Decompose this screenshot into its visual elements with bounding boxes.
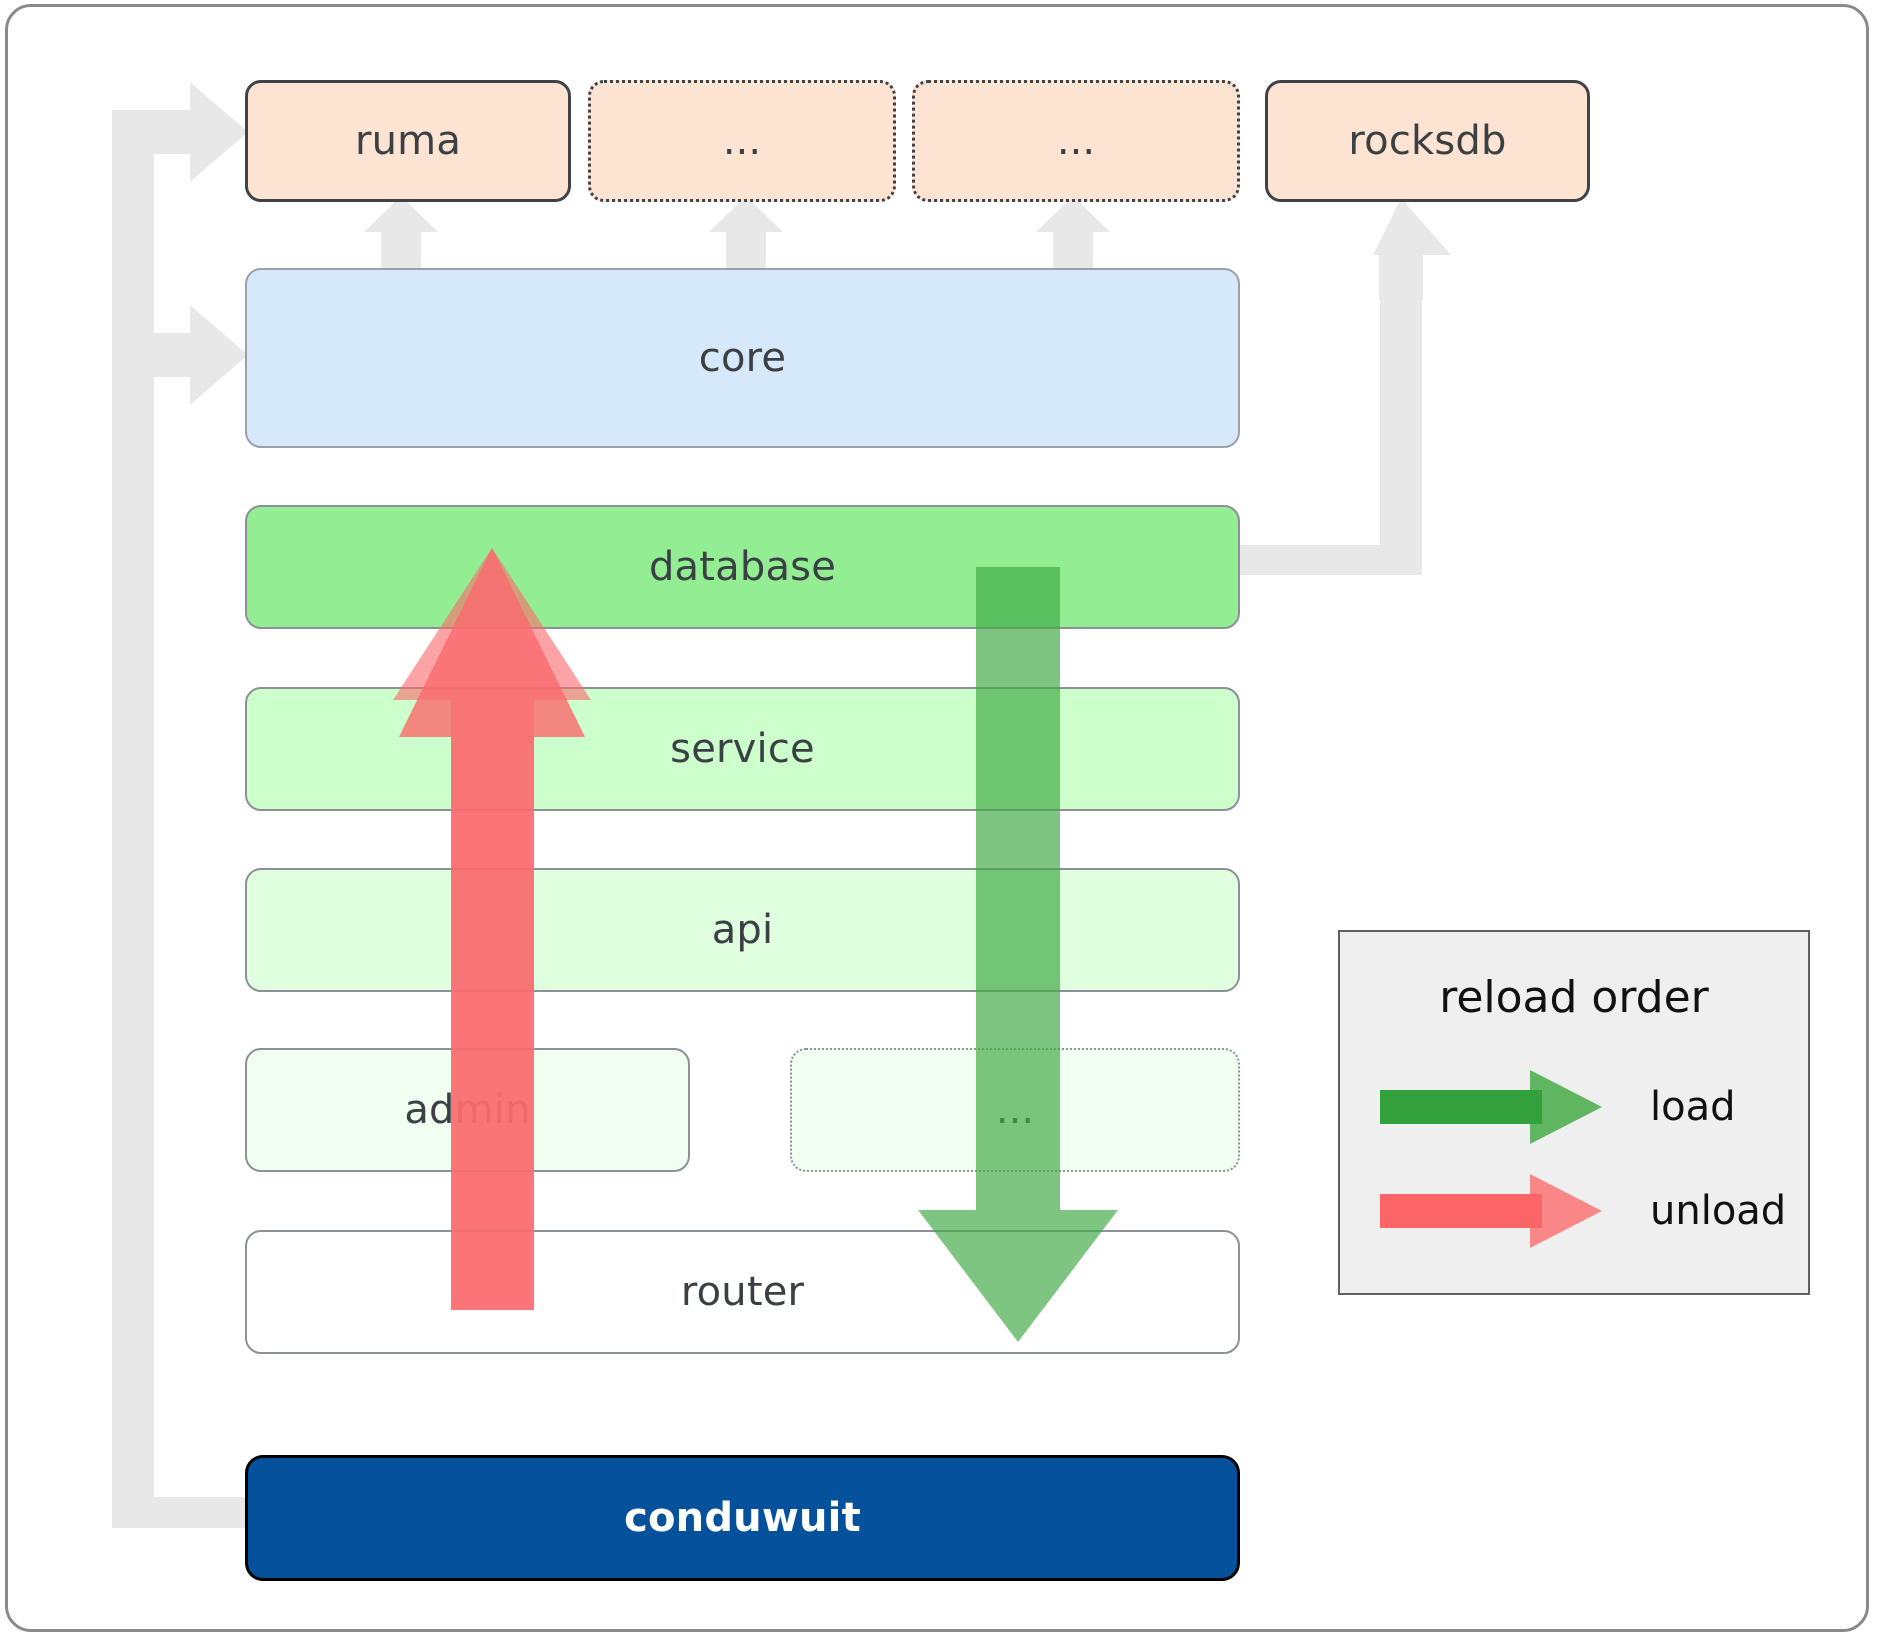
dependency-label: ruma — [354, 118, 462, 164]
legend-load-arrow-icon — [1380, 1070, 1602, 1144]
layer-label: core — [698, 335, 787, 381]
dependency-box-ruma[interactable]: ruma — [245, 80, 571, 202]
ellipsis-icon: ... — [722, 118, 762, 164]
legend-load-label: load — [1650, 1084, 1736, 1130]
layer-label: api — [711, 907, 774, 953]
dependency-box-rocksdb[interactable]: rocksdb — [1265, 80, 1590, 202]
dependency-box-placeholder-2[interactable]: ... — [912, 80, 1240, 202]
layer-label: service — [670, 726, 815, 772]
layer-conduwuit-binary[interactable]: conduwuit — [245, 1455, 1240, 1581]
layer-service[interactable]: service — [245, 687, 1240, 811]
ellipsis-icon: ... — [1056, 118, 1096, 164]
layer-router[interactable]: router — [245, 1230, 1240, 1354]
layer-placeholder[interactable]: ... — [790, 1048, 1240, 1172]
layer-database[interactable]: database — [245, 505, 1240, 629]
layer-label: database — [648, 544, 837, 590]
layer-label: router — [680, 1269, 805, 1315]
layer-label: admin — [404, 1087, 531, 1133]
legend-unload-arrow-icon — [1380, 1174, 1602, 1248]
legend-unload-label: unload — [1650, 1188, 1787, 1234]
layer-core[interactable]: core — [245, 268, 1240, 448]
legend-panel: reload order load unload — [1338, 930, 1810, 1295]
layer-label: conduwuit — [624, 1495, 861, 1541]
legend-title: reload order — [1439, 972, 1709, 1023]
layer-api[interactable]: api — [245, 868, 1240, 992]
layer-admin[interactable]: admin — [245, 1048, 690, 1172]
dependency-box-placeholder-1[interactable]: ... — [588, 80, 896, 202]
dependency-label: rocksdb — [1348, 118, 1507, 164]
ellipsis-icon: ... — [995, 1087, 1035, 1133]
diagram-frame — [5, 4, 1869, 1632]
